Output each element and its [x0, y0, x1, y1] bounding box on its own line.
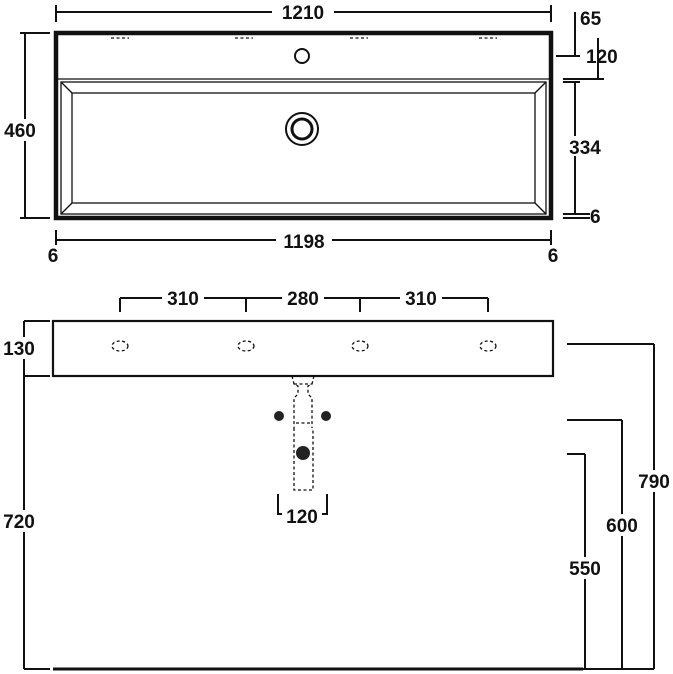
drain-inner: [290, 117, 314, 141]
bowl-outer: [60, 81, 547, 215]
label-dim-600: 600: [606, 516, 638, 537]
dim-overall-depth: 460: [0, 32, 50, 219]
top-view: 1210 460 65 120 334 6: [0, 1, 618, 267]
label-inner-width: 1198: [283, 232, 324, 253]
bowl-inner: [71, 92, 536, 204]
label-spacing-left: 310: [167, 289, 199, 310]
label-rim-right: 6: [548, 246, 559, 267]
label-waste-width: 120: [286, 507, 318, 528]
dim-inner-width: 1198 6 6: [48, 229, 559, 267]
mounting-holes: [111, 340, 497, 352]
bowl-corner-br: [534, 202, 547, 215]
bowl-corner-bl: [60, 202, 73, 215]
label-tap-offset: 65: [580, 9, 602, 30]
label-rim-left: 6: [48, 246, 59, 267]
label-deck-depth: 120: [586, 47, 618, 68]
label-basin-height: 130: [3, 339, 35, 360]
dim-overall-width: 1210: [55, 1, 552, 24]
dim-right-heights: 550 600 790: [564, 343, 673, 670]
label-basin-depth: 334: [569, 138, 601, 159]
tap-hole: [294, 48, 310, 64]
dim-waste-width: 120: [277, 494, 328, 528]
front-view: 310 280 310 120: [0, 287, 673, 671]
waste-trap: [274, 375, 331, 491]
label-dim-550: 550: [569, 559, 601, 580]
label-overall-depth: 460: [4, 121, 36, 142]
label-spacing-middle: 280: [287, 289, 319, 310]
basin-front: [51, 319, 555, 378]
label-dim-790: 790: [638, 472, 670, 493]
dim-left-heights: 130 720: [0, 320, 50, 670]
label-spacing-right: 310: [405, 289, 437, 310]
bowl-corner-tl: [60, 81, 73, 94]
dim-basin-depth: 334 6: [563, 81, 607, 228]
label-overall-width: 1210: [282, 3, 324, 24]
label-rim-bottom: 6: [590, 207, 601, 228]
drain-outer: [285, 112, 319, 146]
dim-hole-spacing: 310 280 310: [119, 287, 489, 312]
label-mount-height: 720: [3, 512, 35, 533]
basin-outline-top: [53, 30, 554, 221]
bowl-corner-tr: [534, 81, 547, 94]
dim-deck-right: 65 120: [556, 9, 618, 80]
